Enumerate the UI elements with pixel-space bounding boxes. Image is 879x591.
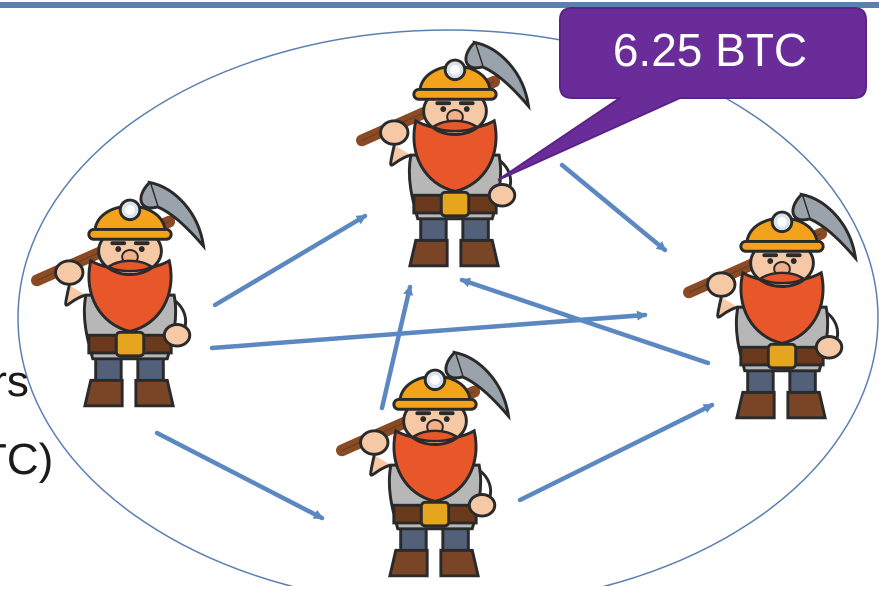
arrow-bottom-to-right	[517, 402, 715, 503]
reward-callout-shape	[497, 7, 867, 181]
miner-right	[689, 194, 856, 417]
arrow-left-to-top	[212, 213, 368, 308]
miner-top	[362, 42, 529, 265]
top-rule	[0, 2, 879, 8]
reward-callout-label: 6.25 BTC	[612, 24, 808, 76]
cut-off-text-line-1: ırs	[0, 357, 29, 406]
cut-off-text-line-2: TC)	[0, 435, 54, 484]
arrow-left-to-bottom	[154, 430, 325, 521]
arrow-left-to-right	[209, 310, 648, 351]
network-ellipse	[17, 29, 879, 591]
arrow-right-to-top	[459, 277, 711, 366]
miner-left	[37, 182, 204, 405]
arrow-bottom-to-top	[379, 284, 414, 411]
miner-icon	[37, 182, 204, 405]
arrow-top-to-right	[559, 162, 668, 253]
miner-icon	[342, 352, 509, 575]
miner-icon	[689, 194, 856, 417]
miner-icon	[362, 42, 529, 265]
miner-bottom	[342, 352, 509, 575]
arrows	[154, 162, 715, 521]
